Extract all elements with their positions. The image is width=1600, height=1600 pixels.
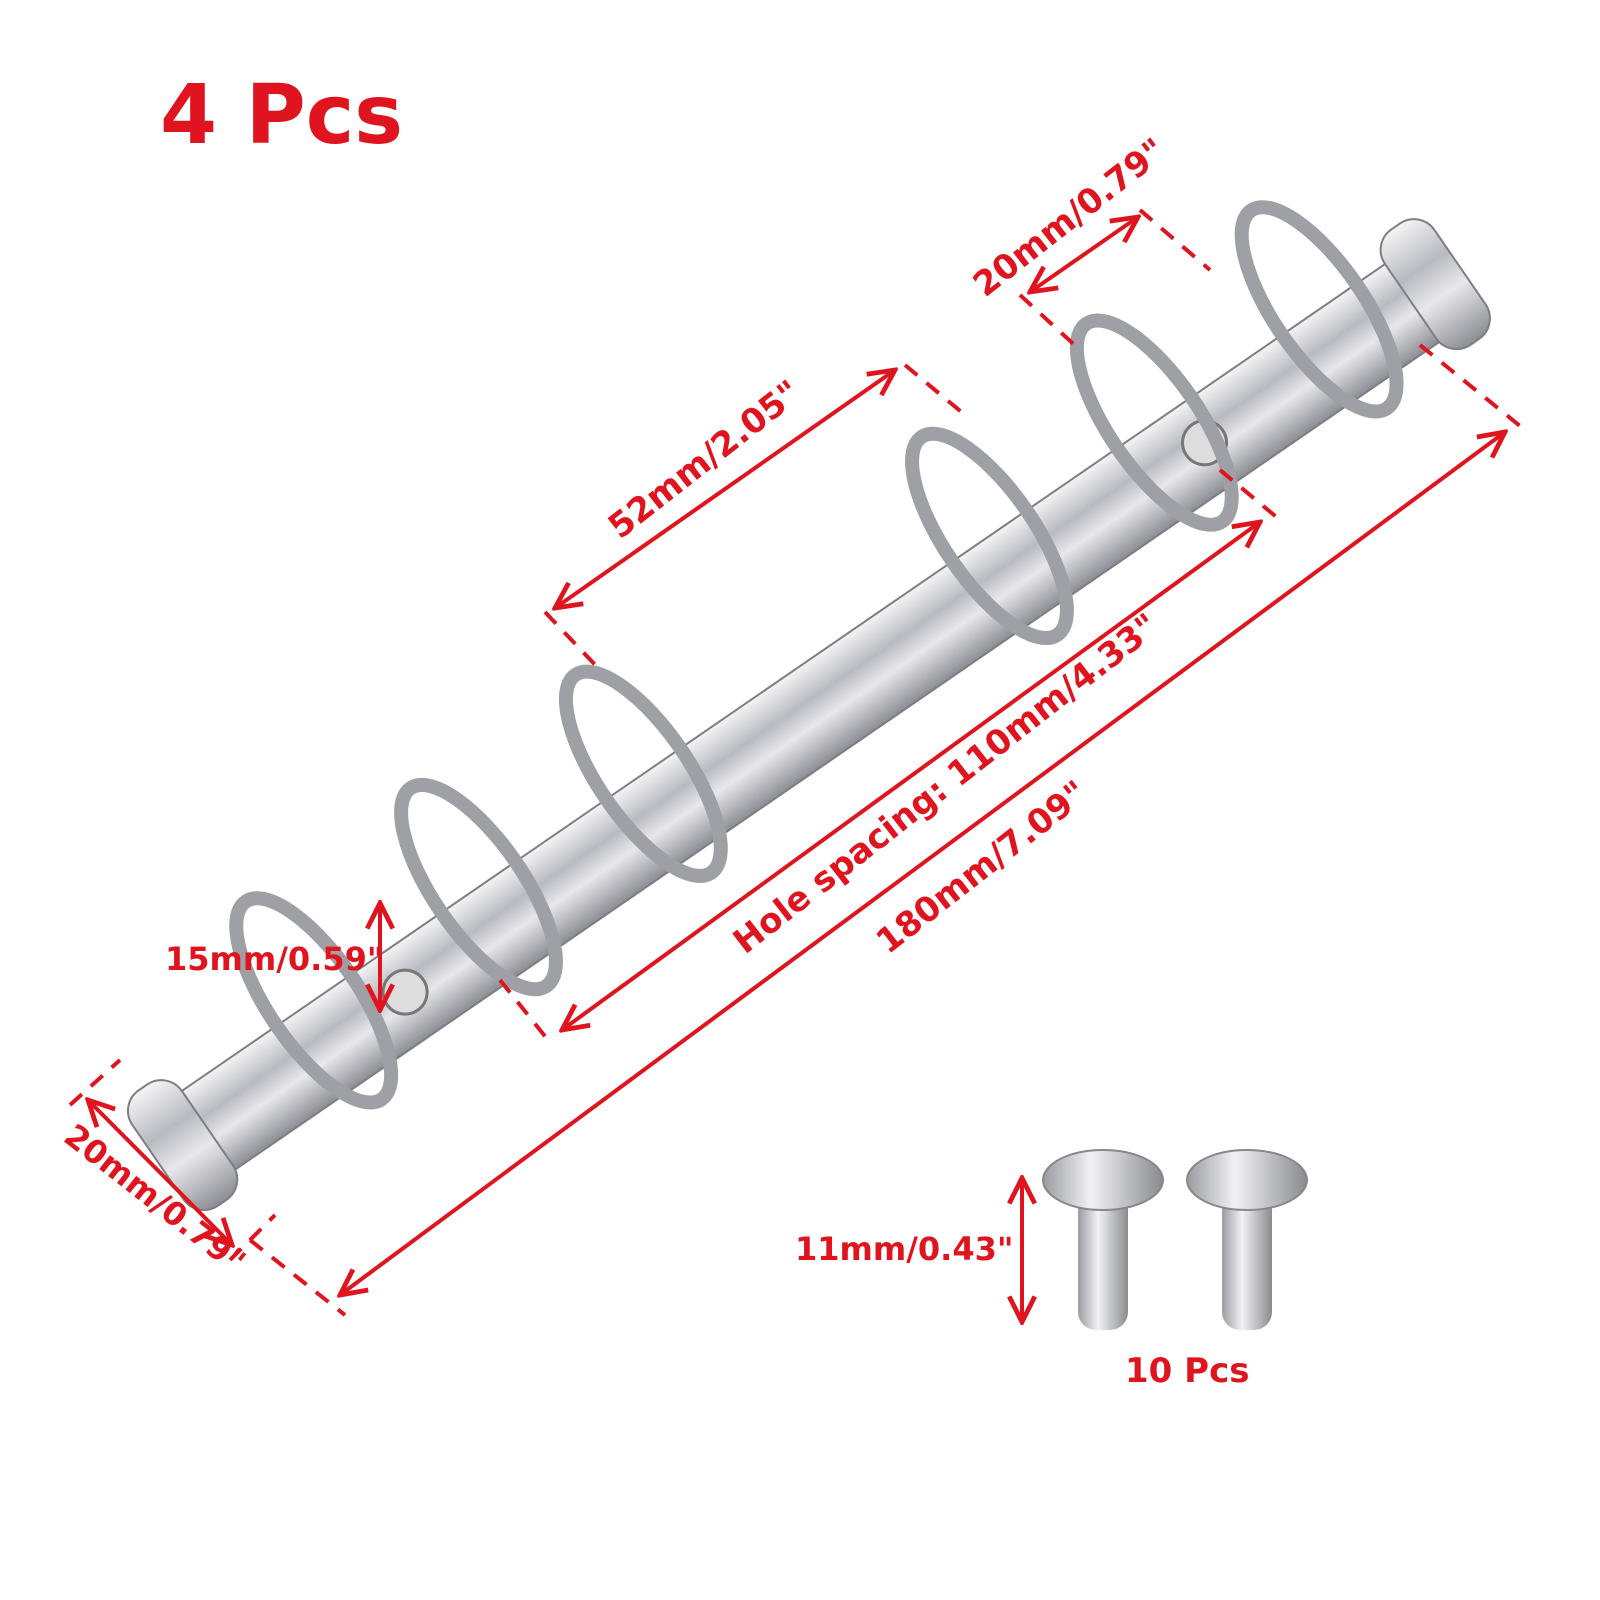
rivets xyxy=(1042,1149,1308,1330)
rivet-2-head xyxy=(1186,1149,1308,1211)
binder-bar xyxy=(172,259,1449,1174)
rivet-1-shaft xyxy=(1078,1190,1128,1330)
dimension-lines xyxy=(68,208,1527,1322)
ring-height-label: 15mm/0.59" xyxy=(165,940,384,978)
rivets-quantity-label: 10 Pcs xyxy=(1125,1351,1249,1391)
binder-mechanism xyxy=(126,200,1491,1211)
rivet-1-head xyxy=(1042,1149,1164,1211)
end-cap-right xyxy=(1379,218,1491,351)
ring-gap-label: 52mm/2.05" xyxy=(601,373,809,547)
ring-spacing-label: 20mm/0.79" xyxy=(966,131,1174,305)
rivet-height-label: 11mm/0.43" xyxy=(795,1230,1014,1268)
quantity-title: 4 Pcs xyxy=(160,68,403,163)
rivet-2-shaft xyxy=(1222,1190,1272,1330)
ring-6 xyxy=(1234,200,1404,419)
